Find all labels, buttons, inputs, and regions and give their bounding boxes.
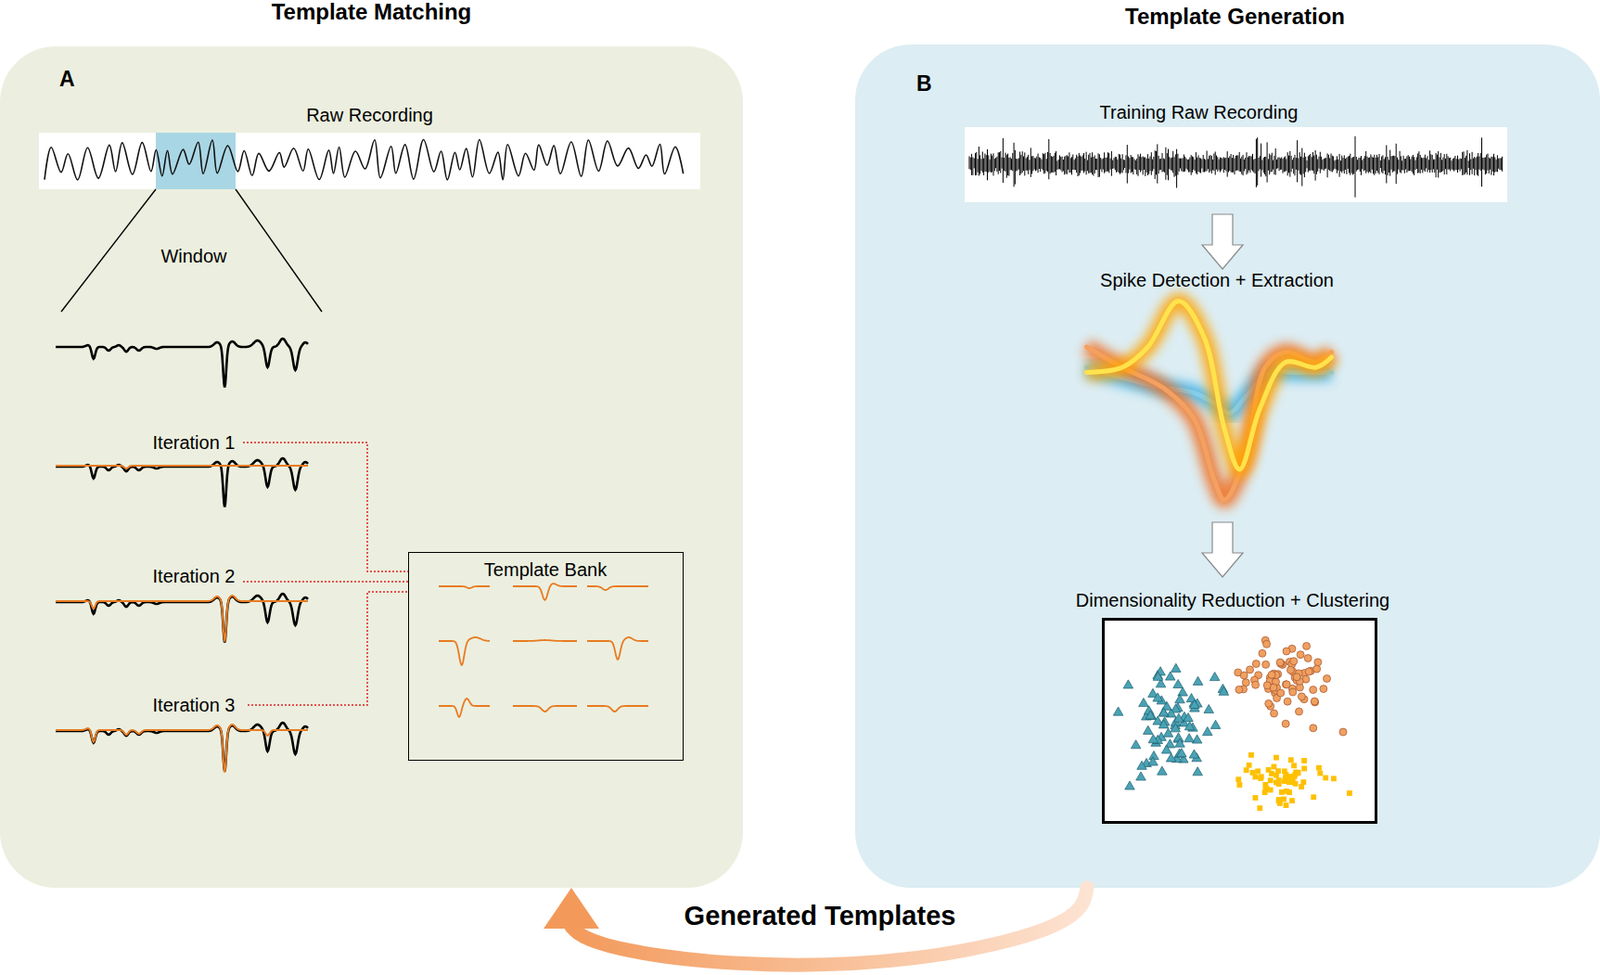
iteration-label: Iteration 1 [153, 432, 236, 454]
panel-heading: Template Generation [862, 4, 1600, 29]
panel-letter: B [916, 71, 933, 96]
iteration-label: Iteration 3 [153, 694, 236, 717]
curved-arrow [543, 887, 1088, 965]
training-recording-box: Training Raw Recording [964, 127, 1508, 203]
panel-template-generation: Training Raw RecordingDimensionality Red… [855, 44, 1600, 888]
box-heading: Training Raw Recording [927, 101, 1471, 124]
raw-recording-box: Raw Recording [38, 132, 701, 190]
panel-heading: Template Matching [0, 0, 743, 25]
template-bank-box: Template Bank [408, 551, 684, 761]
panel-letter: A [59, 66, 76, 91]
panel-template-matching: Raw RecordingTemplate BankTemplate Match… [0, 46, 743, 888]
box-heading: Template Bank [409, 558, 682, 581]
box-heading: Dimensionality Reduction + Clustering [1037, 588, 1428, 612]
arrow-body [571, 887, 1088, 965]
iteration-label: Iteration 2 [153, 565, 236, 588]
edge-label: Generated Templates [684, 900, 957, 932]
zoom-label: Window [160, 245, 227, 268]
box-heading: Raw Recording [38, 103, 701, 127]
step-label: Spike Detection + Extraction [1100, 269, 1334, 292]
arrow-head [543, 887, 600, 929]
clustering-box: Dimensionality Reduction + Clustering [1101, 617, 1378, 824]
